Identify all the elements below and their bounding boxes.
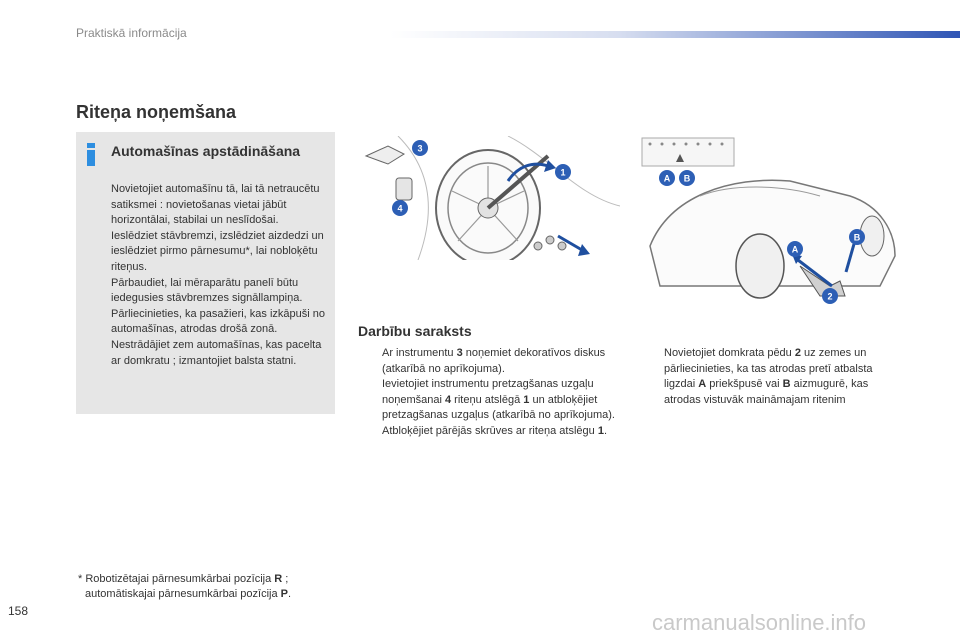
step-item: Ar instrumentu 3 noņemiet dekoratīvos di… <box>382 347 606 375</box>
label-a-car: A <box>792 245 799 255</box>
info-box <box>76 132 335 414</box>
label-b-car: B <box>854 233 861 243</box>
steps-column-1: Ar instrumentu 3 noņemiet dekoratīvos di… <box>358 346 620 440</box>
info-box-heading: Automašīnas apstādināšana <box>111 143 301 159</box>
label-2: 2 <box>827 292 832 302</box>
car-jack-illustration: A B A B 2 <box>640 136 900 306</box>
page-title: Riteņa noņemšana <box>76 102 237 122</box>
label-1: 1 <box>560 168 565 178</box>
step-item: Ievietojiet instrumentu pretzagšanas uzg… <box>382 378 615 422</box>
info-paragraph: Nestrādājiet zem automašīnas, kas pacelt… <box>111 338 322 367</box>
info-paragraph: Novietojiet automašīnu tā, lai tā netrau… <box>111 183 320 227</box>
wheel-wrench-illustration: 3 4 1 <box>358 136 620 260</box>
step-item: Novietojiet domkrata pēdu 2 uz zemes un … <box>664 347 873 406</box>
steps-title: Darbību saraksts <box>358 323 472 339</box>
step-item: Atbloķējiet pārējās skrūves ar riteņa at… <box>382 424 608 437</box>
label-3: 3 <box>417 144 422 154</box>
page-number: 158 <box>8 604 29 618</box>
watermark: carmanualsonline.info <box>652 610 867 635</box>
info-box-text: Novietojiet automašīnu tā, lai tā netrau… <box>111 182 326 369</box>
info-paragraph: Pārbaudiet, lai mēraparātu panelī būtu i… <box>111 276 303 305</box>
label-a-top: A <box>664 174 671 184</box>
header-section-title: Praktiskā informācija <box>76 26 187 40</box>
info-paragraph: Ieslēdziet stāvbremzi, izslēdziet aizded… <box>111 229 324 273</box>
info-icon <box>86 143 96 167</box>
footnote: * Robotizētajai pārnesumkārbai pozīcija … <box>78 573 292 600</box>
label-b-top: B <box>684 174 691 184</box>
header-gradient-bar <box>390 31 960 38</box>
label-4: 4 <box>397 204 402 214</box>
steps-column-2: Novietojiet domkrata pēdu 2 uz zemes un … <box>640 346 885 408</box>
info-paragraph: Pārliecinieties, ka pasažieri, kas izkāp… <box>111 307 325 336</box>
